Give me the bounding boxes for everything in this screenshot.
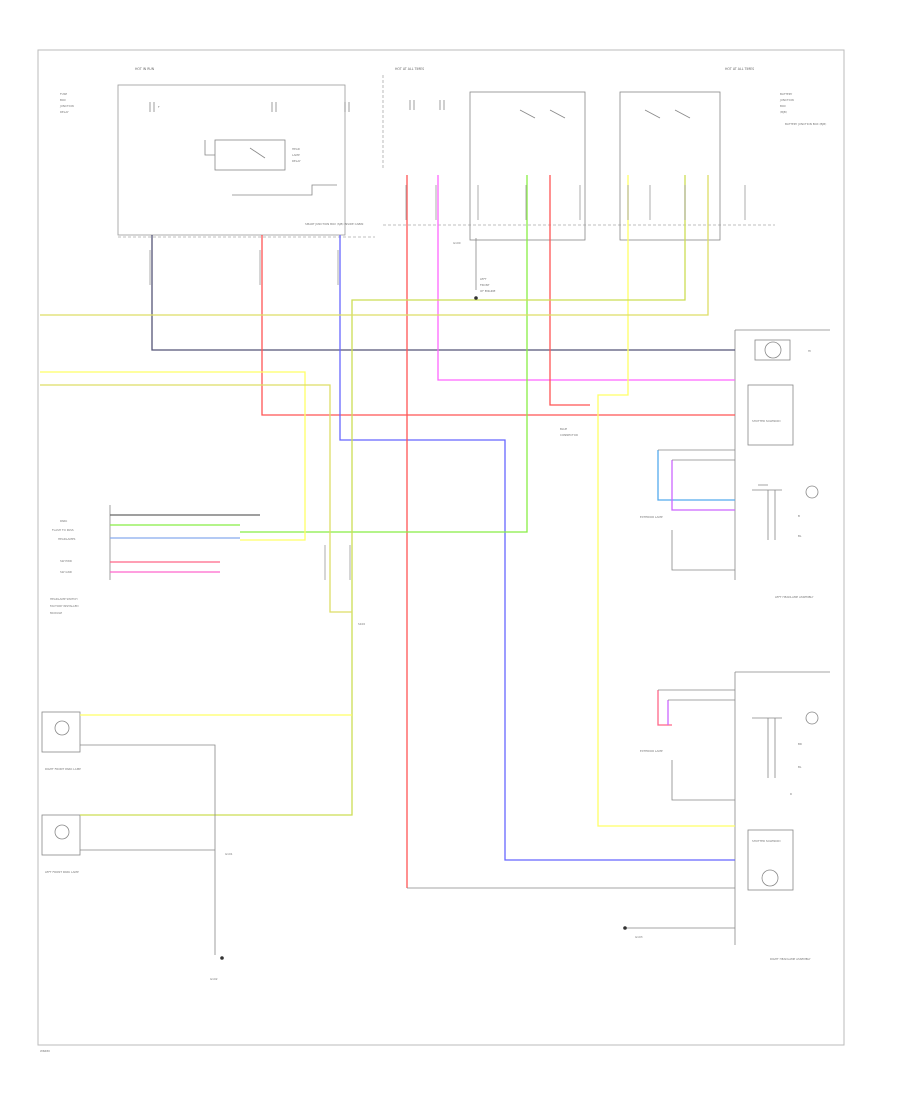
wire-red-1	[261, 235, 735, 416]
left-headlamp-label: LEFT HEADLAMP ASSEMBLY	[775, 595, 814, 599]
svg-text:SW PWR: SW PWR	[60, 559, 72, 563]
svg-text:HI: HI	[808, 349, 811, 353]
left-front-park-label: LEFT FRONT PARK LAMP	[45, 870, 79, 874]
svg-text:BOX: BOX	[60, 98, 66, 102]
ground-g102: G102	[210, 977, 218, 981]
hot-label-top-mid: HOT AT ALL TIMES	[395, 67, 424, 71]
svg-text:FACTORY INSTALLED: FACTORY INSTALLED	[50, 604, 79, 608]
wire-red-3	[549, 175, 590, 406]
svg-text:BOX: BOX	[780, 104, 786, 108]
svg-text:LEFT: LEFT	[480, 277, 487, 281]
wire-lh-1	[657, 450, 735, 501]
smart-junction-box: HOT IN RUN FUSE BOX JUNCTION RELAY F HEA…	[59, 67, 375, 238]
svg-text:BL: BL	[798, 765, 802, 769]
svg-text:LAMP: LAMP	[292, 153, 300, 157]
right-headlamp-label: RIGHT HEADLAMP ASSEMBLY	[770, 957, 811, 961]
hot-label-top-left: HOT IN RUN	[135, 67, 155, 71]
svg-text:JUNCTION: JUNCTION	[779, 98, 794, 102]
svg-text:BR: BR	[798, 742, 802, 746]
headlamp-switch-label: HEADLAMP SWITCH	[50, 597, 77, 601]
svg-text:OF ENGINE: OF ENGINE	[480, 289, 496, 293]
wire-yellow-2	[40, 371, 306, 541]
left-front-park-lamp: LEFT FRONT PARK LAMP	[41, 814, 81, 874]
right-front-park-lamp: RIGHT FRONT PARK LAMP	[41, 711, 81, 771]
exterior-lamp-left: EXTERIOR LAMP	[640, 515, 663, 519]
svg-text:FLASH TO PASS: FLASH TO PASS	[52, 528, 74, 532]
svg-text:CONNECTOR: CONNECTOR	[560, 433, 578, 437]
ground-g101: G101	[225, 852, 233, 856]
svg-text:BLUE: BLUE	[560, 427, 567, 431]
hot-label-top-right: HOT AT ALL TIMES	[725, 67, 754, 71]
left-headlamp-assembly: HI SHUTTER SOLENOID B BL LEFT HEADLAMP A…	[640, 329, 830, 599]
wire-yellow-green-2	[40, 175, 709, 316]
ground-g102-dot	[220, 956, 224, 960]
shutter-solenoid-right: SHUTTER SOLENOID	[752, 839, 780, 843]
svg-text:BL: BL	[798, 534, 802, 538]
wire-pink	[437, 175, 735, 381]
wire-yellow-1	[597, 175, 735, 827]
exterior-lamp-right: EXTERIOR LAMP	[640, 749, 663, 753]
shutter-solenoid-left: SHUTTER SOLENOID	[752, 419, 780, 423]
svg-text:HEAD: HEAD	[292, 147, 300, 151]
svg-text:RELAY: RELAY	[292, 159, 301, 163]
diagram-frame	[37, 49, 845, 1046]
svg-text:PARK: PARK	[60, 519, 67, 523]
svg-text:RELAY: RELAY	[60, 110, 69, 114]
footer-code: W6680	[40, 1049, 50, 1053]
wire-yellow-3	[40, 384, 352, 613]
connector-stubs	[149, 185, 746, 580]
battery-junction-box: HOT AT ALL TIMES HOT AT ALL TIMES BATTER…	[382, 67, 826, 293]
svg-text:FUSE: FUSE	[60, 92, 67, 96]
svg-text:F: F	[158, 105, 160, 109]
ground-g100: G100	[453, 241, 461, 245]
svg-text:BATTERY: BATTERY	[780, 92, 793, 96]
right-front-park-label: RIGHT FRONT PARK LAMP	[45, 767, 81, 771]
svg-text:(BJB): (BJB)	[780, 110, 787, 114]
headlamp-switch: PARK FLASH TO PASS HEADLAMPS SW PWR SW G…	[50, 505, 111, 615]
wire-lh-2	[671, 460, 735, 511]
svg-text:HEADLAMPS: HEADLAMPS	[58, 537, 76, 541]
battery-junction-box-label: BATTERY JUNCTION BOX (BJB)	[785, 122, 826, 126]
splice-s100: S100	[358, 622, 365, 626]
svg-text:R: R	[790, 792, 792, 796]
ground-g100-dot	[474, 296, 478, 300]
wire-yellow-green	[80, 175, 686, 816]
ground-g103-dot	[623, 926, 627, 930]
svg-text:G103: G103	[635, 935, 643, 939]
svg-text:FRONT: FRONT	[480, 283, 490, 287]
svg-text:SW GND: SW GND	[60, 570, 72, 574]
svg-text:JUNCTION: JUNCTION	[59, 104, 74, 108]
wire-blue	[339, 235, 735, 861]
right-headlamp-assembly: BR BL R SHUTTER SOLENOID RIGHT HEADLAMP …	[640, 671, 830, 961]
svg-text:MODULE: MODULE	[50, 611, 62, 615]
wire-dark	[151, 235, 735, 351]
wire-green	[240, 175, 528, 533]
wire-rh-1	[657, 690, 672, 726]
smart-junction-box-label: SMART JUNCTION BOX (SJB) INSIDE CABIN	[305, 222, 363, 226]
svg-text:B: B	[798, 514, 800, 518]
